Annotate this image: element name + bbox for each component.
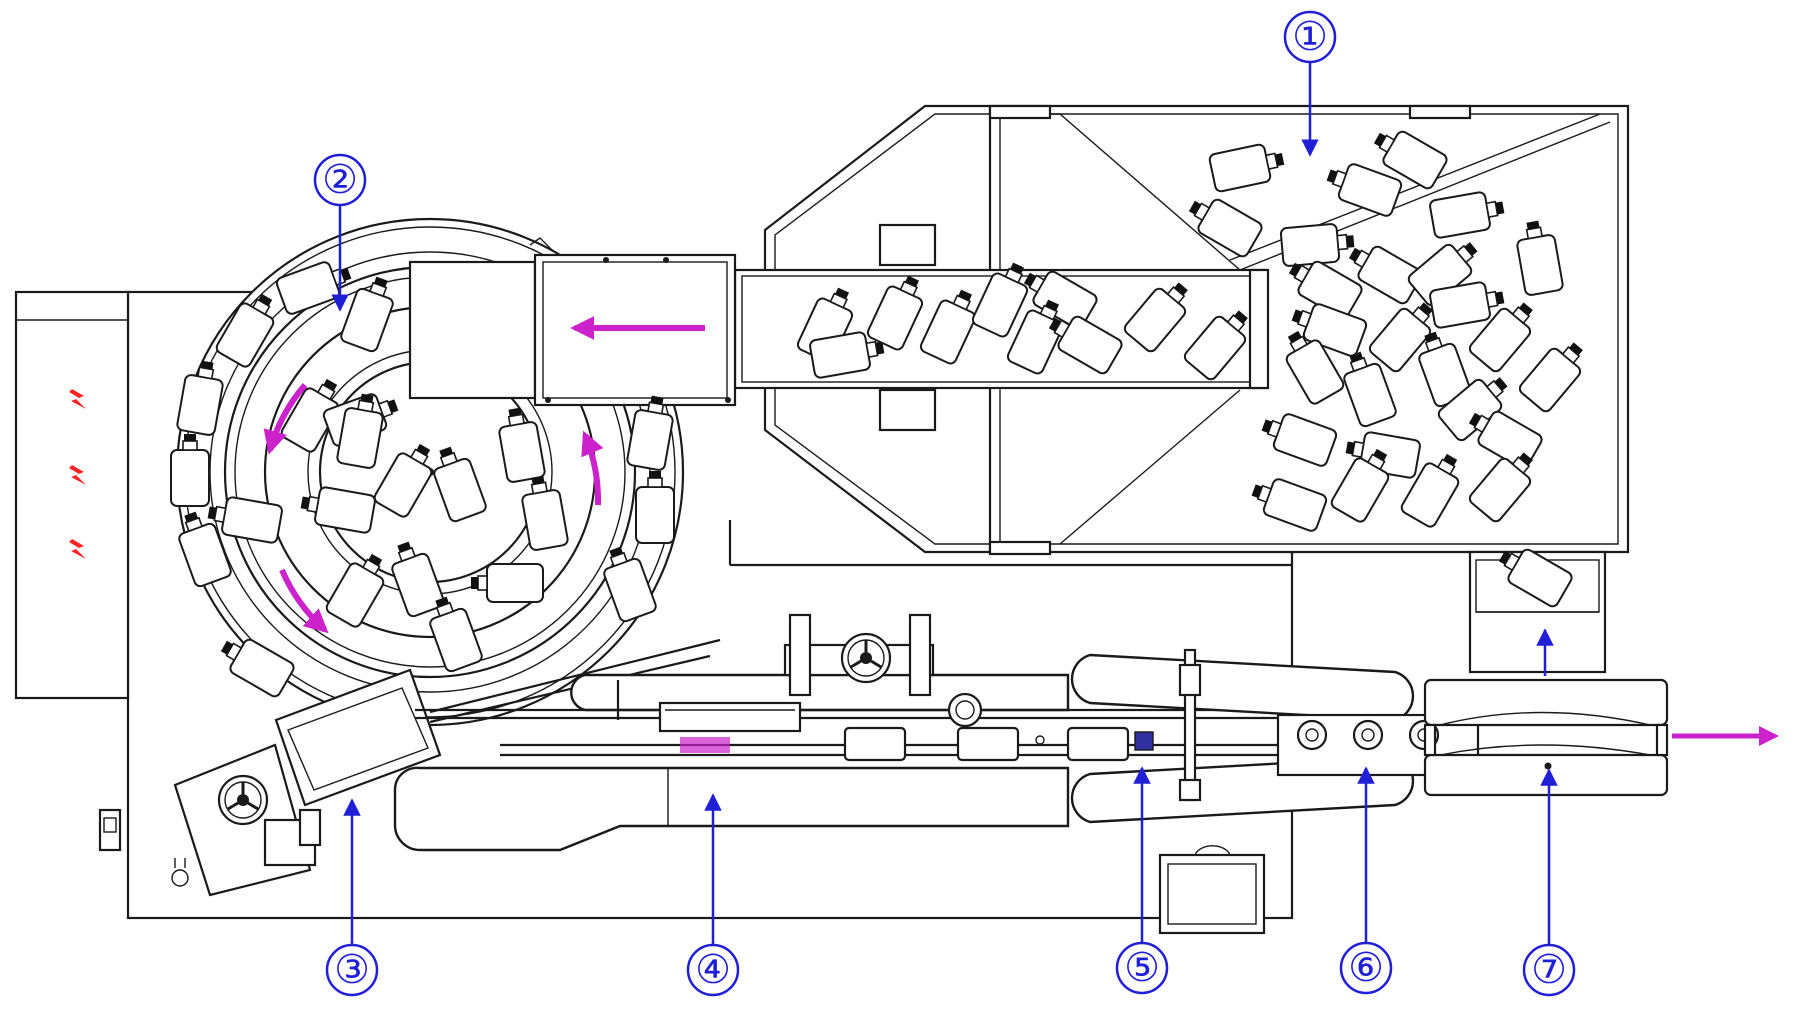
callout-7: ⑦ — [1522, 768, 1576, 997]
callout-4: ④ — [686, 793, 740, 997]
handwheel-icon — [217, 774, 269, 826]
gripper-belt-section — [1070, 648, 1480, 824]
callout-7-label: ⑦ — [1531, 947, 1567, 993]
control-panel — [1158, 845, 1266, 935]
machine-frame — [14, 290, 1294, 920]
sensor-icon — [1134, 731, 1154, 751]
callout-3-label: ③ — [334, 947, 370, 993]
callout-3: ③ — [325, 798, 379, 997]
callout-1-label: ① — [1292, 14, 1328, 60]
handwheel-icon — [840, 632, 892, 684]
callout-4-label: ④ — [695, 947, 731, 993]
callout-5-label: ⑤ — [1124, 945, 1160, 991]
callout-6-label: ⑥ — [1348, 945, 1384, 991]
callout-2-label: ② — [322, 157, 358, 203]
callout-6: ⑥ — [1339, 766, 1393, 995]
callout-1: ① — [1283, 10, 1337, 157]
flow-arrows — [263, 316, 1779, 746]
callout-5: ⑤ — [1115, 766, 1169, 995]
callout-2: ② — [313, 153, 367, 312]
main-conveyor — [393, 613, 1290, 852]
bottle-orientation-unit — [173, 638, 721, 897]
